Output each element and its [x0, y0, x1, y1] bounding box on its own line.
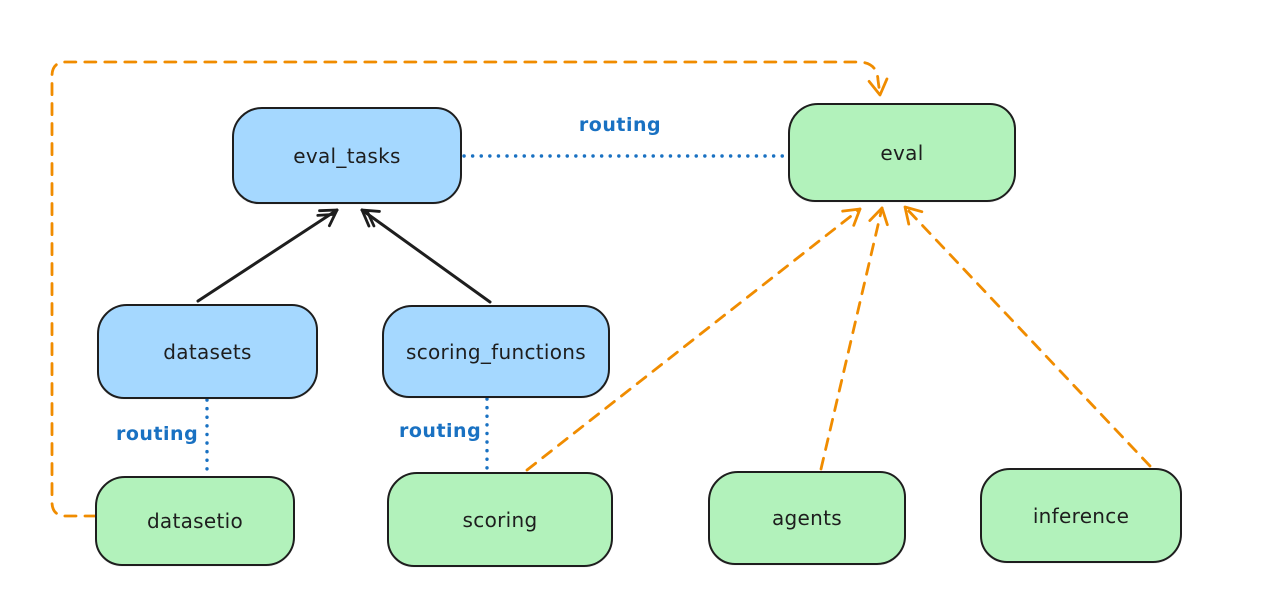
- node-datasets: datasets: [97, 304, 318, 399]
- edge-scoring-to-eval: [525, 207, 862, 472]
- node-eval-tasks: eval_tasks: [232, 107, 462, 204]
- node-label: agents: [772, 506, 842, 530]
- node-label: eval: [880, 140, 924, 165]
- node-datasetio: datasetio: [95, 476, 295, 566]
- node-label: scoring_functions: [405, 339, 587, 364]
- node-scoring-functions: scoring_functions: [382, 305, 610, 398]
- node-agents: agents: [708, 471, 906, 565]
- edge-datasets-to-eval-tasks: [196, 208, 339, 303]
- node-label: scoring: [462, 507, 538, 532]
- node-eval: eval: [788, 103, 1016, 202]
- node-inference: inference: [980, 468, 1182, 563]
- edge-label-routing-scoring-functions-scoring: routing: [399, 420, 482, 442]
- edge-label-routing-eval-tasks-eval: routing: [578, 114, 662, 136]
- node-label: datasets: [163, 339, 252, 364]
- edge-datasetio-to-eval-loop: [50, 60, 889, 518]
- edge-inference-to-eval: [903, 205, 1152, 468]
- node-label: eval_tasks: [293, 143, 401, 168]
- edge-label-routing-datasets-datasetio: routing: [116, 423, 199, 445]
- node-label: datasetio: [146, 509, 244, 533]
- node-scoring: scoring: [387, 472, 613, 567]
- edge-agents-to-eval: [819, 206, 889, 471]
- node-label: inference: [1032, 503, 1130, 528]
- edge-scoring-functions-to-eval-tasks: [360, 208, 492, 304]
